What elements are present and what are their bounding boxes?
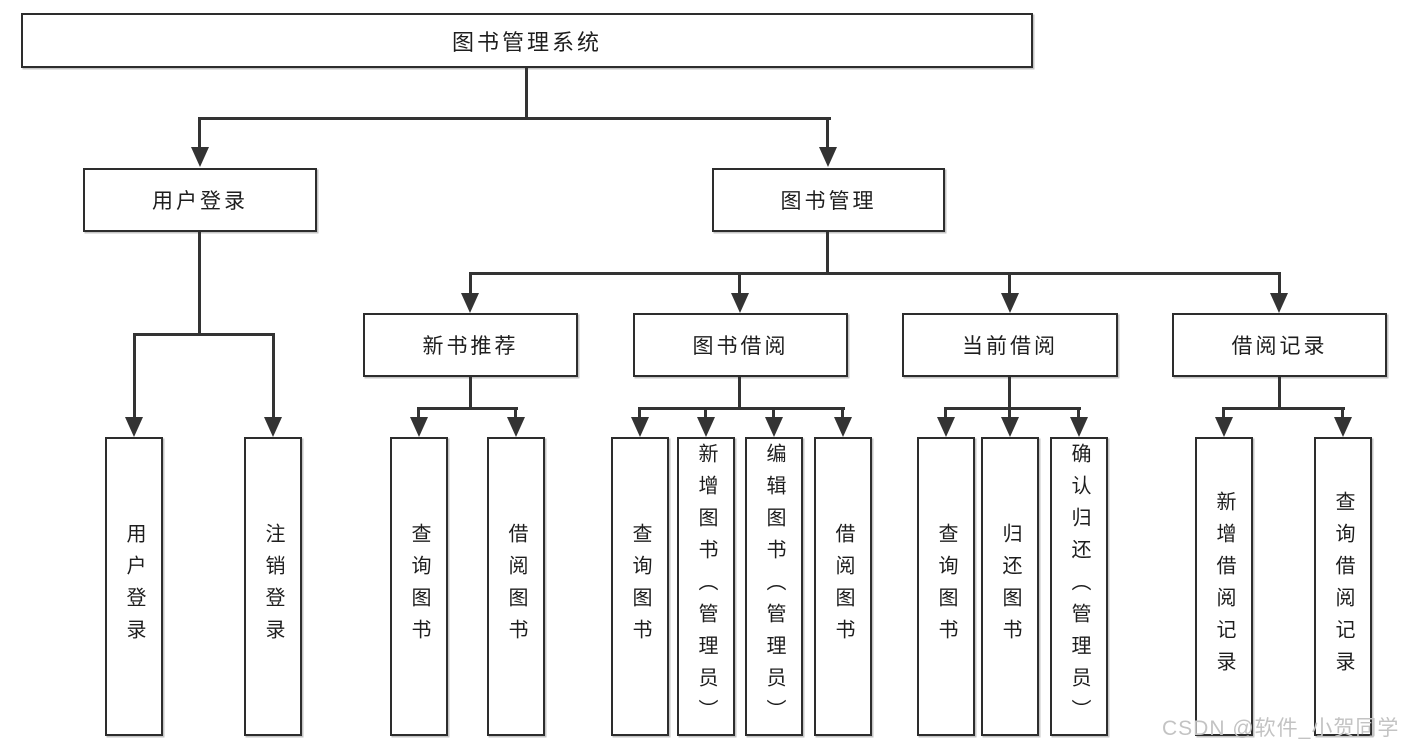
connector-line — [1222, 407, 1225, 419]
node-borrowing-records-label: 借阅记录 — [1231, 335, 1328, 358]
leaf-edit-book-admin: 编辑图书（管理员） — [745, 437, 803, 736]
arrowhead-down-icon — [191, 147, 209, 167]
connector-line — [826, 232, 829, 274]
arrowhead-down-icon — [1215, 417, 1233, 437]
connector-line — [198, 232, 201, 336]
leaf-query-books-1-label: 查询图书 — [408, 522, 430, 651]
connector-line — [738, 272, 741, 295]
connector-line — [738, 377, 741, 409]
leaf-borrow-books-2: 借阅图书 — [814, 437, 872, 736]
leaf-query-books-2-label: 查询图书 — [629, 522, 651, 651]
node-book-borrowing-label: 图书借阅 — [692, 335, 789, 358]
arrowhead-down-icon — [125, 417, 143, 437]
connector-line — [514, 407, 517, 419]
connector-line — [1341, 407, 1344, 419]
connector-line — [1008, 272, 1011, 295]
leaf-add-borrow-record: 新增借阅记录 — [1195, 437, 1253, 736]
leaf-return-books-label: 归还图书 — [999, 522, 1021, 651]
leaf-query-books-3: 查询图书 — [917, 437, 975, 736]
node-library-system-label: 图书管理系统 — [451, 29, 602, 55]
connector-line — [841, 407, 844, 419]
connector-line — [133, 333, 275, 336]
leaf-confirm-return-admin: 确认归还（管理员） — [1050, 437, 1108, 736]
connector-line — [944, 407, 947, 419]
connector-line — [704, 407, 707, 419]
leaf-query-borrow-record: 查询借阅记录 — [1314, 437, 1372, 736]
connector-line — [638, 407, 845, 410]
arrowhead-down-icon — [507, 417, 525, 437]
node-new-book-recommend: 新书推荐 — [363, 313, 578, 377]
connector-line — [1008, 377, 1011, 409]
node-book-management: 图书管理 — [712, 168, 945, 232]
connector-line — [417, 407, 518, 410]
arrowhead-down-icon — [819, 147, 837, 167]
arrowhead-down-icon — [834, 417, 852, 437]
leaf-query-books-2: 查询图书 — [611, 437, 669, 736]
leaf-edit-book-admin-label: 编辑图书（管理员） — [763, 442, 785, 731]
leaf-query-books-3-label: 查询图书 — [935, 522, 957, 651]
connector-line — [1008, 407, 1011, 419]
node-new-book-recommend-label: 新书推荐 — [422, 335, 519, 358]
connector-line — [1278, 272, 1281, 295]
arrowhead-down-icon — [697, 417, 715, 437]
node-library-system: 图书管理系统 — [21, 13, 1033, 68]
arrowhead-down-icon — [765, 417, 783, 437]
arrowhead-down-icon — [1334, 417, 1352, 437]
arrowhead-down-icon — [410, 417, 428, 437]
leaf-user-login: 用户登录 — [105, 437, 163, 736]
arrowhead-down-icon — [631, 417, 649, 437]
leaf-borrow-books-1: 借阅图书 — [487, 437, 545, 736]
leaf-user-login-label: 用户登录 — [123, 522, 145, 651]
connector-line — [469, 272, 1281, 275]
leaf-logout-label: 注销登录 — [262, 522, 284, 651]
leaf-logout: 注销登录 — [244, 437, 302, 736]
arrowhead-down-icon — [1001, 417, 1019, 437]
leaf-borrow-books-2-label: 借阅图书 — [832, 522, 854, 651]
connector-line — [1278, 377, 1281, 409]
connector-line — [417, 407, 420, 419]
arrowhead-down-icon — [264, 417, 282, 437]
node-current-borrowing: 当前借阅 — [902, 313, 1118, 377]
leaf-borrow-books-1-label: 借阅图书 — [505, 522, 527, 651]
arrowhead-down-icon — [1070, 417, 1088, 437]
connector-line — [469, 272, 472, 295]
connector-line — [1077, 407, 1080, 419]
arrowhead-down-icon — [461, 293, 479, 313]
leaf-query-books-1: 查询图书 — [390, 437, 448, 736]
node-book-management-label: 图书管理 — [780, 190, 877, 213]
watermark: CSDN @软件_小贺同学 — [1162, 717, 1400, 740]
leaf-add-book-admin: 新增图书（管理员） — [677, 437, 735, 736]
node-user-login: 用户登录 — [83, 168, 317, 232]
connector-line — [638, 407, 641, 419]
arrowhead-down-icon — [937, 417, 955, 437]
connector-line — [469, 377, 472, 409]
node-user-login-label: 用户登录 — [152, 190, 248, 213]
leaf-add-borrow-record-label: 新增借阅记录 — [1213, 490, 1235, 683]
connector-line — [198, 117, 831, 120]
connector-line — [198, 117, 201, 149]
connector-line — [133, 333, 136, 419]
node-book-borrowing: 图书借阅 — [633, 313, 848, 377]
arrowhead-down-icon — [731, 293, 749, 313]
connector-line — [944, 407, 1081, 410]
arrowhead-down-icon — [1270, 293, 1288, 313]
connector-line — [272, 333, 275, 419]
connector-line — [772, 407, 775, 419]
connector-line — [525, 68, 528, 119]
leaf-query-borrow-record-label: 查询借阅记录 — [1332, 490, 1354, 683]
leaf-confirm-return-admin-label: 确认归还（管理员） — [1068, 442, 1090, 731]
node-borrowing-records: 借阅记录 — [1172, 313, 1387, 377]
connector-line — [826, 117, 829, 149]
leaf-add-book-admin-label: 新增图书（管理员） — [695, 442, 717, 731]
connector-line — [1222, 407, 1345, 410]
node-current-borrowing-label: 当前借阅 — [962, 335, 1058, 358]
leaf-return-books: 归还图书 — [981, 437, 1039, 736]
arrowhead-down-icon — [1001, 293, 1019, 313]
